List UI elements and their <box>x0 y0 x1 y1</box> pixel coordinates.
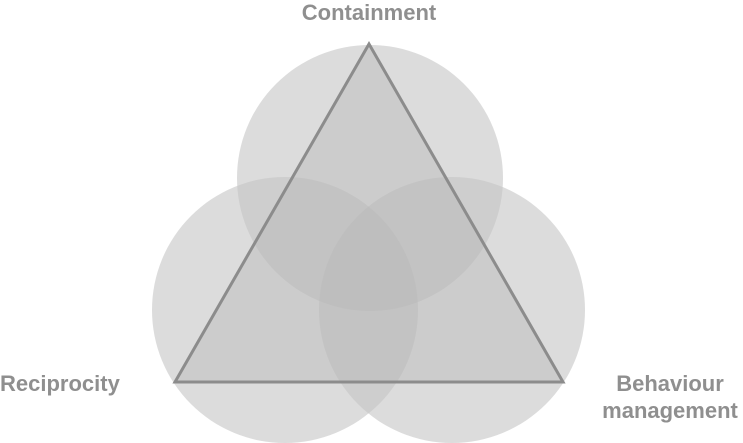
label-containment: Containment <box>301 0 437 25</box>
label-behaviour-management-line2: management <box>602 398 738 423</box>
behaviour-management-circle <box>319 177 585 443</box>
label-reciprocity: Reciprocity <box>0 371 120 396</box>
triangle <box>172 40 566 384</box>
label-behaviour-management-line1: Behaviour <box>616 371 724 396</box>
label-behaviour-management: Behaviour management <box>597 370 743 424</box>
